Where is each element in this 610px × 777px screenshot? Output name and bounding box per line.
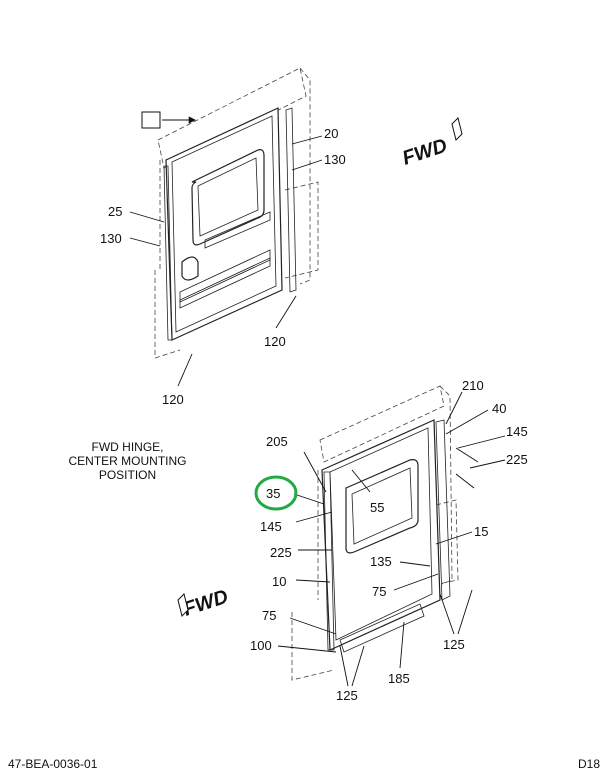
callout-145: 145 (506, 424, 528, 439)
callout-205: 205 (266, 434, 288, 449)
upper-door-assembly (154, 67, 319, 359)
callout-130: 130 (100, 231, 122, 246)
callout-125: 125 (336, 688, 358, 703)
lower-leaders (277, 391, 506, 687)
fwd-arrow-upper: FWD (400, 117, 463, 170)
drawing-number: 47-BEA-0036-01 (8, 757, 98, 771)
page-id: D18 (577, 757, 600, 771)
svg-text:FWD: FWD (400, 135, 450, 170)
upper-leaders (129, 135, 323, 387)
callout-225: 225 (270, 545, 292, 560)
callout-75: 75 (262, 608, 276, 623)
fwd-arrow-lower: FWD (177, 586, 231, 621)
svg-text:FWD: FWD (181, 586, 231, 621)
callout-25: 25 (108, 204, 122, 219)
callout-15: 15 (474, 524, 488, 539)
callout-75: 75 (372, 584, 386, 599)
callout-125: 125 (443, 637, 465, 652)
callout-10: 10 (272, 574, 286, 589)
highlight-circle (254, 475, 298, 511)
callout-35: 35 (266, 486, 280, 501)
callout-225: 225 (506, 452, 528, 467)
callout-120: 120 (264, 334, 286, 349)
mounting-note: FWD HINGE, CENTER MOUNTING POSITION (68, 440, 187, 482)
view-a-marker (141, 111, 196, 129)
callout-55: 55 (370, 500, 384, 515)
callout-130: 130 (324, 152, 346, 167)
callout-145: 145 (260, 519, 282, 534)
callout-120: 120 (162, 392, 184, 407)
lower-door-assembly (291, 385, 459, 681)
callout-40: 40 (492, 401, 506, 416)
callout-135: 135 (370, 554, 392, 569)
callout-100: 100 (250, 638, 272, 653)
callout-185: 185 (388, 671, 410, 686)
callout-20: 20 (324, 126, 338, 141)
callout-210: 210 (462, 378, 484, 393)
